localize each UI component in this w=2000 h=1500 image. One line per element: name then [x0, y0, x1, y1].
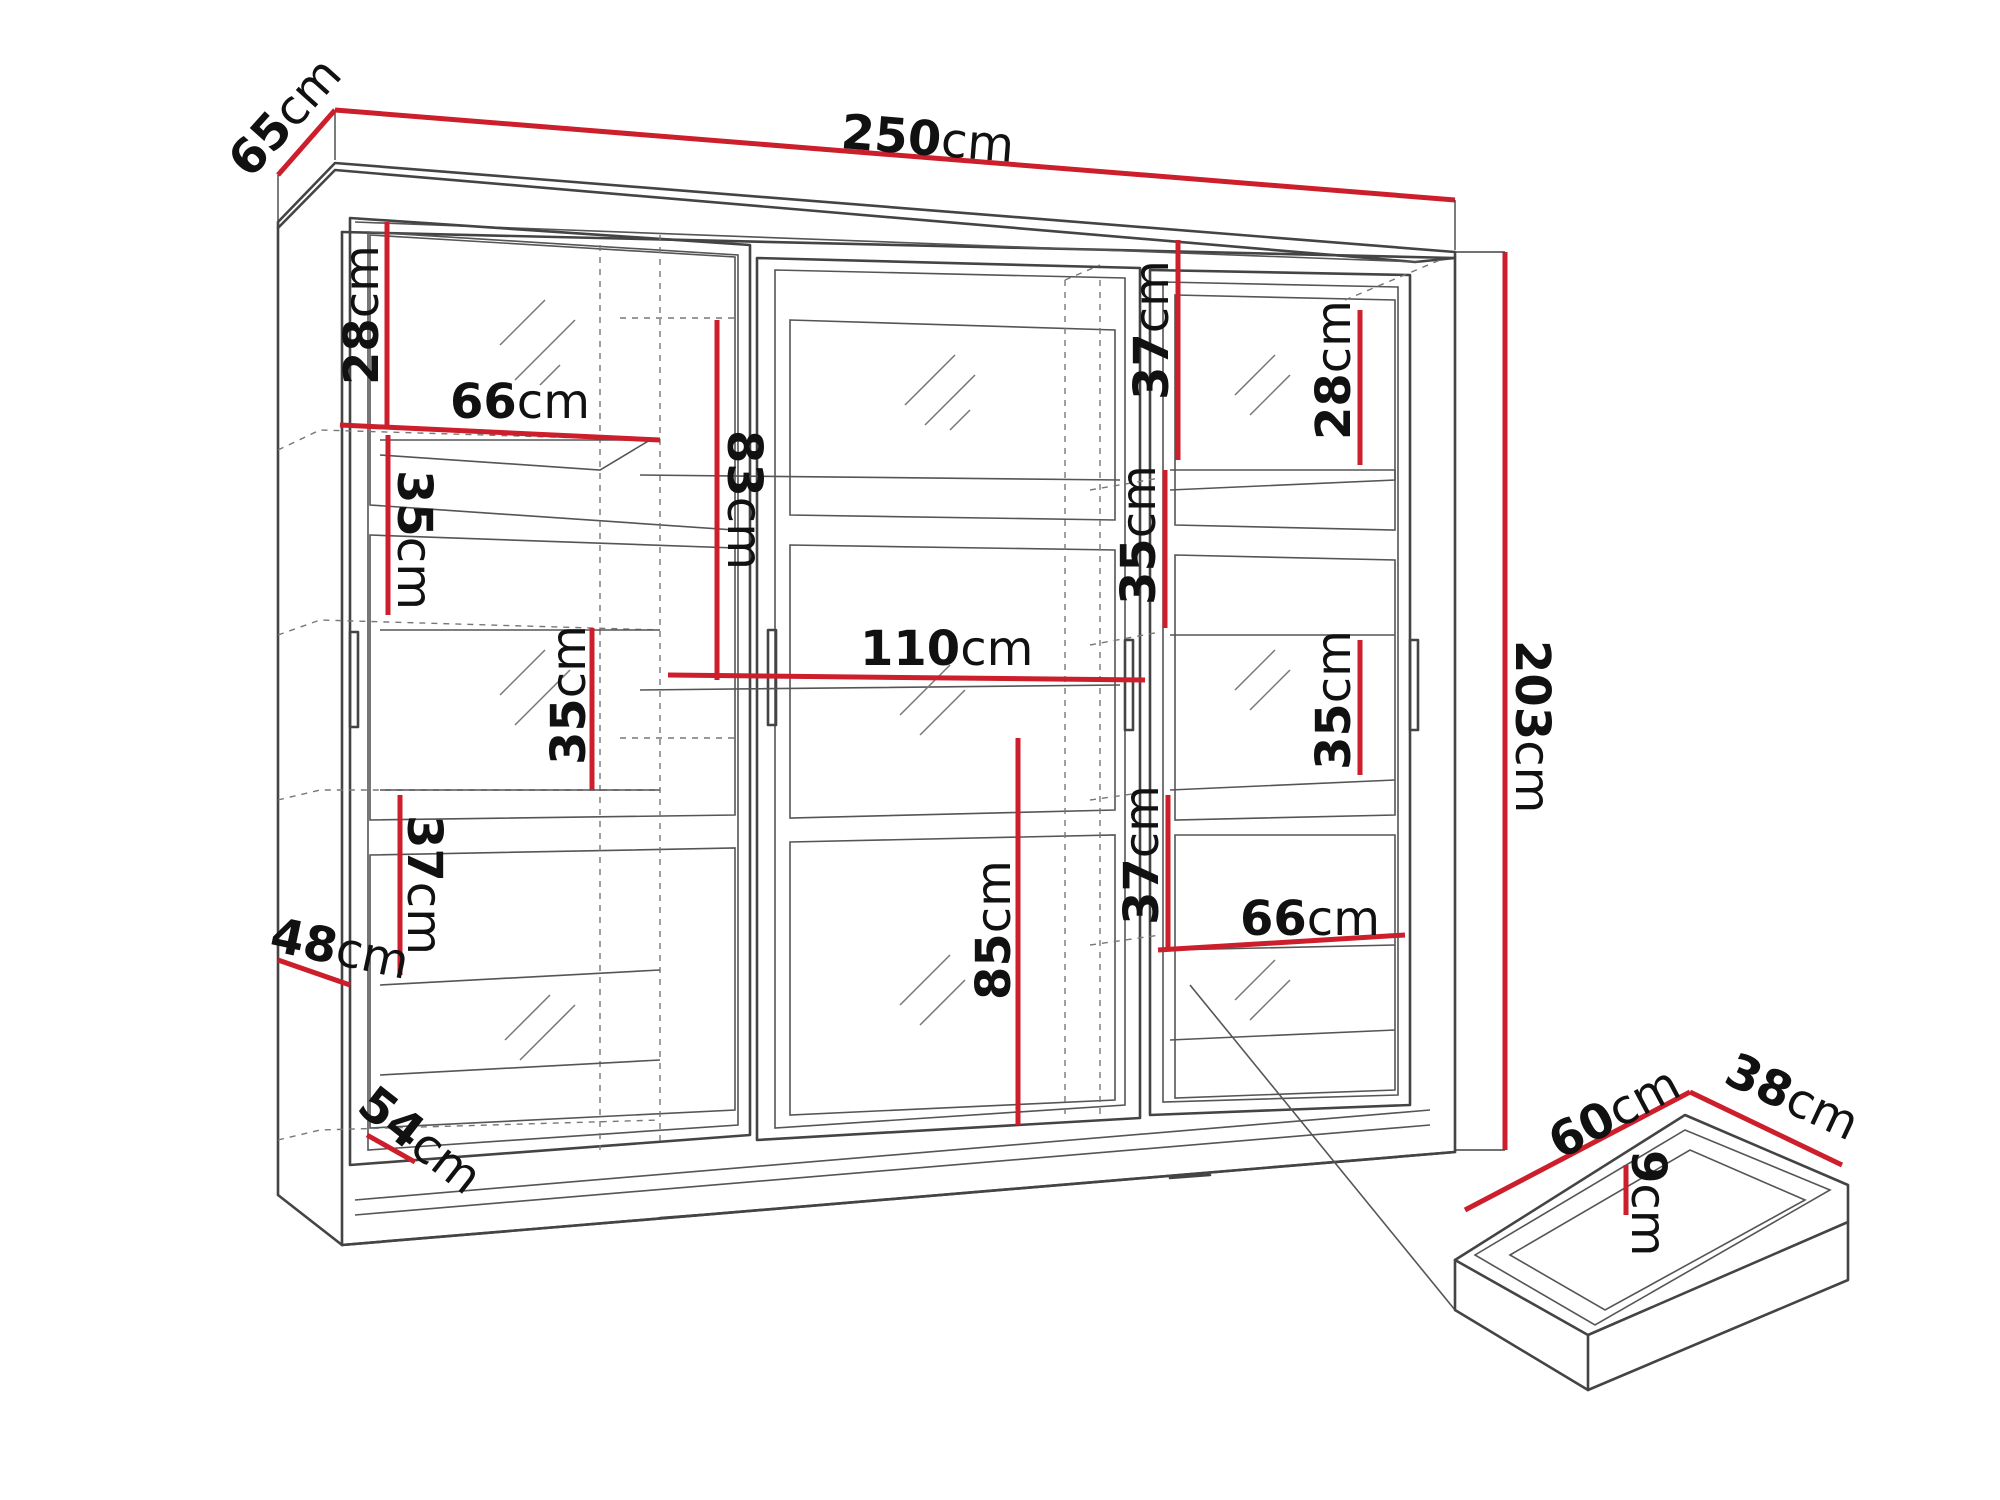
label-drawer-38: 38cm	[1717, 1042, 1868, 1152]
label-right-35b: 35cm	[1306, 630, 1362, 770]
label-shelf-66-left: 66cm	[450, 374, 590, 430]
wardrobe-outline	[276, 161, 1457, 1247]
interior-hidden-lines	[277, 235, 1441, 1150]
label-width: 250cm	[839, 104, 1016, 174]
label-middle-85: 85cm	[966, 860, 1022, 1000]
left-door	[348, 216, 752, 1167]
drawer-leader-line	[1189, 984, 1456, 1311]
right-door	[1123, 268, 1420, 1117]
dimension-labels: 250cm 65cm 203cm 28cm 66cm 35cm 35cm 37c…	[217, 47, 1867, 1257]
label-right-37-low: 37cm	[1114, 785, 1170, 925]
drawer-detail	[1453, 1113, 1850, 1392]
label-right-28: 28cm	[1306, 300, 1362, 440]
label-right-35a: 35cm	[1111, 465, 1167, 605]
label-left-35b: 35cm	[541, 625, 597, 765]
label-left-top-28: 28cm	[334, 245, 390, 385]
label-right-37-top: 37cm	[1124, 260, 1180, 400]
label-drawer-9: 9cm	[1620, 1150, 1676, 1257]
label-hanging-83: 83cm	[716, 430, 772, 570]
label-mid-width-110: 110cm	[860, 621, 1033, 677]
label-depth-54: 54cm	[348, 1075, 493, 1205]
label-depth-48: 48cm	[266, 907, 415, 991]
middle-door	[755, 256, 1142, 1142]
label-height: 203cm	[1504, 640, 1560, 813]
glass-reflection-marks	[499, 299, 1291, 1061]
label-left-37: 37cm	[396, 815, 452, 955]
label-left-35a: 35cm	[386, 470, 442, 610]
label-shelf-66-right: 66cm	[1240, 891, 1380, 947]
dimension-lines	[276, 107, 1844, 1215]
